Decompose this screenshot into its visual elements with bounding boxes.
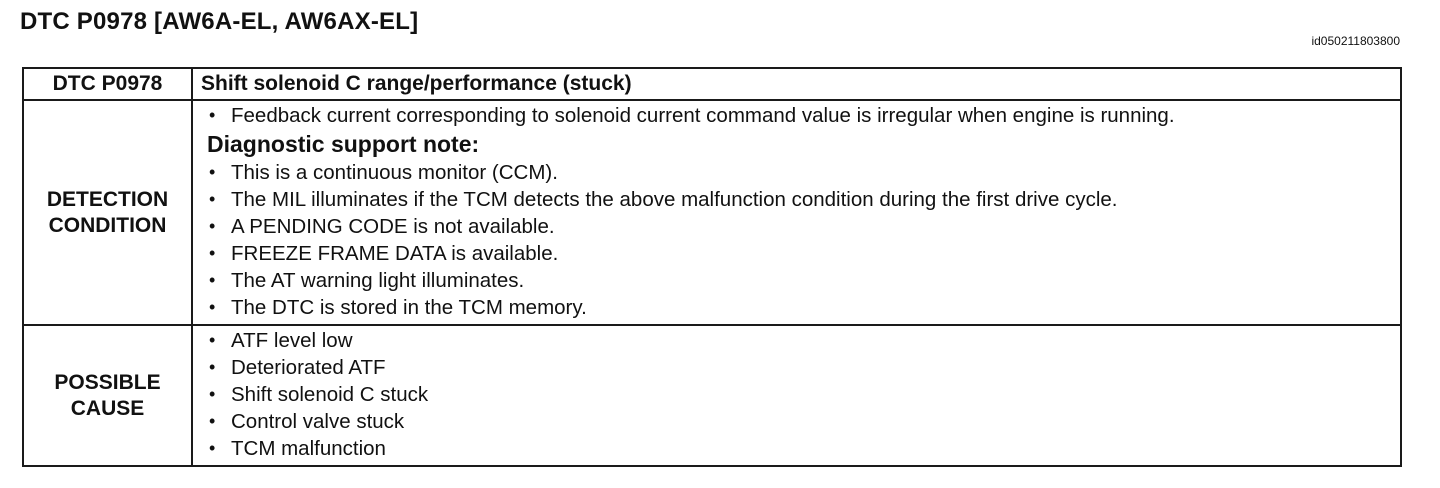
possible-cause-label: POSSIBLE CAUSE bbox=[22, 324, 193, 467]
cause-list: ATF level low Deteriorated ATF Shift sol… bbox=[205, 327, 1394, 462]
list-item: Control valve stuck bbox=[205, 408, 1394, 435]
dtc-table: DTC P0978 Shift solenoid C range/perform… bbox=[22, 67, 1402, 467]
label-line: CONDITION bbox=[48, 213, 167, 237]
list-item: The MIL illuminates if the TCM detects t… bbox=[205, 186, 1394, 213]
list-item: Feedback current corresponding to soleno… bbox=[205, 102, 1394, 129]
list-item: ATF level low bbox=[205, 327, 1394, 354]
detection-condition-label: DETECTION CONDITION bbox=[22, 99, 193, 326]
possible-cause-content: ATF level low Deteriorated ATF Shift sol… bbox=[191, 324, 1402, 467]
detection-list: Feedback current corresponding to soleno… bbox=[205, 102, 1394, 129]
dtc-code-cell: DTC P0978 bbox=[22, 67, 193, 101]
list-item: The AT warning light illuminates. bbox=[205, 267, 1394, 294]
page-title: DTC P0978 [AW6A-EL, AW6AX-EL] bbox=[20, 8, 419, 35]
diagnostic-note-list: This is a continuous monitor (CCM). The … bbox=[205, 159, 1394, 321]
list-item: TCM malfunction bbox=[205, 435, 1394, 462]
list-item: Deteriorated ATF bbox=[205, 354, 1394, 381]
possible-cause-row: POSSIBLE CAUSE ATF level low Deteriorate… bbox=[22, 324, 1402, 467]
diagnostic-note-heading: Diagnostic support note: bbox=[207, 131, 480, 157]
list-item: This is a continuous monitor (CCM). bbox=[205, 159, 1394, 186]
list-item: A PENDING CODE is not available. bbox=[205, 213, 1394, 240]
list-item: Shift solenoid C stuck bbox=[205, 381, 1394, 408]
dtc-description-cell: Shift solenoid C range/performance (stuc… bbox=[191, 67, 1402, 101]
table-header-row: DTC P0978 Shift solenoid C range/perform… bbox=[22, 67, 1402, 101]
detection-condition-content: Feedback current corresponding to soleno… bbox=[191, 99, 1402, 326]
list-item: FREEZE FRAME DATA is available. bbox=[205, 240, 1394, 267]
list-item: The DTC is stored in the TCM memory. bbox=[205, 294, 1394, 321]
document-id: id050211803800 bbox=[1311, 34, 1400, 48]
label-line: DETECTION bbox=[46, 187, 169, 211]
detection-condition-row: DETECTION CONDITION Feedback current cor… bbox=[22, 99, 1402, 326]
label-line: POSSIBLE bbox=[54, 370, 161, 394]
label-line: CAUSE bbox=[70, 396, 145, 420]
